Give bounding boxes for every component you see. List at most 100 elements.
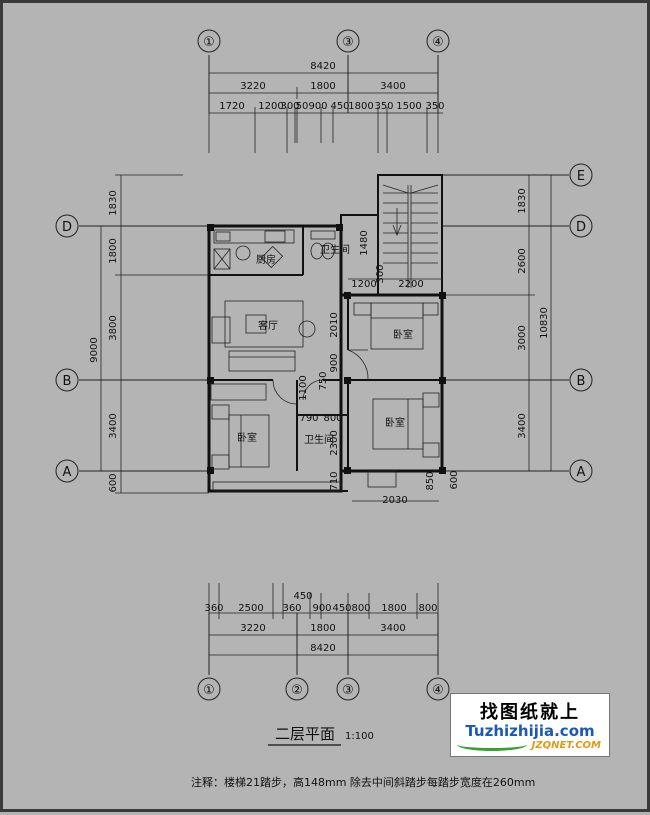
grid-bubbles: [55, 29, 593, 701]
grid-top-4: ④: [432, 35, 444, 50]
dim-bottom-1800: 1800: [381, 603, 406, 614]
dim-bottom-900: 900: [312, 603, 331, 614]
dim-right-2600: 2600: [517, 248, 528, 273]
dim-1100: 1100: [298, 375, 309, 400]
dim-bottom-total: 8420: [310, 643, 335, 654]
dim-top-total: 8420: [310, 61, 335, 72]
grid-top-3: ③: [342, 35, 354, 50]
grid-right-a: A: [577, 465, 586, 480]
dim-top-1800: 1800: [310, 81, 335, 92]
dimension-lines-right: [443, 175, 552, 471]
grid-axes: [79, 55, 569, 675]
grid-bottom-4: ④: [432, 683, 444, 698]
dim-850: 850: [425, 471, 436, 490]
bedroom-furniture-right-bottom: [372, 392, 440, 458]
room-living: 客厅: [258, 319, 278, 332]
grid-bottom-1: ①: [203, 683, 215, 698]
grid-right-e: E: [577, 169, 585, 184]
dim-300: 300: [375, 264, 386, 283]
watermark-url: Tuzhizhijia.com: [465, 722, 595, 740]
room-bedroom-left: 卧室: [237, 431, 257, 444]
dim-bottom-3400: 3400: [380, 623, 405, 634]
dim-stair-2200: 2200: [398, 279, 423, 290]
dim-600: 600: [449, 470, 460, 489]
dim-top-300: 300: [280, 101, 299, 112]
drawing-title: 二层平面: [275, 725, 335, 743]
grid-right-b: B: [577, 374, 586, 389]
dim-bottom-450b: 450: [332, 603, 351, 614]
columns: [207, 224, 446, 474]
grid-top-1: ①: [203, 35, 215, 50]
dim-top-3400: 3400: [380, 81, 405, 92]
watermark-logo: 找图纸就上 Tuzhizhijia.com JZQNET.COM: [450, 693, 610, 757]
door-swings: [272, 349, 369, 405]
dim-top-450: 450: [330, 101, 349, 112]
dim-bottom-450: 450: [293, 591, 312, 602]
dim-top-1800b: 1800: [348, 101, 373, 112]
drawing-note: 注释：楼梯21踏步，高148mm 除去中间斜踏步每踏步宽度在260mm: [191, 775, 535, 789]
dim-bottom-2500: 2500: [238, 603, 263, 614]
grid-left-b: B: [63, 374, 72, 389]
dim-top-3220: 3220: [240, 81, 265, 92]
room-bedroom-right-top: 卧室: [393, 328, 413, 341]
dim-left-3400: 3400: [108, 413, 119, 438]
dim-top-1200: 1200: [258, 101, 283, 112]
dim-left-600: 600: [108, 473, 119, 492]
dimension-lines-bottom: [208, 583, 439, 663]
dim-800: 800: [323, 413, 342, 424]
dim-bottom-360b: 360: [282, 603, 301, 614]
dim-left-1800: 1800: [108, 238, 119, 263]
grid-left-d: D: [62, 220, 72, 235]
dimension-lines-top: [208, 67, 443, 153]
dim-750: 750: [318, 371, 329, 390]
dimension-lines-left: [100, 174, 209, 494]
dim-2030: 2030: [382, 495, 407, 506]
grid-right-d: D: [576, 220, 586, 235]
dim-710: 710: [329, 471, 340, 490]
dim-right-10830: 10830: [539, 307, 550, 339]
drawing-scale: 1:100: [345, 731, 374, 742]
dim-2300: 2300: [329, 430, 340, 455]
dim-900: 900: [329, 353, 340, 372]
dim-right-3400: 3400: [517, 413, 528, 438]
grid-bottom-3: ③: [342, 683, 354, 698]
balcony: [212, 470, 397, 492]
dim-2010: 2010: [329, 312, 340, 337]
dim-left-9000: 9000: [89, 337, 100, 362]
dim-top-350: 350: [374, 101, 393, 112]
dim-bottom-800: 800: [351, 603, 370, 614]
watermark-swoosh: [457, 738, 527, 751]
kitchen-fixtures: [213, 229, 295, 270]
grid-left-a: A: [63, 465, 72, 480]
dim-left-3800: 3800: [108, 315, 119, 340]
dim-bottom-800b: 800: [418, 603, 437, 614]
dim-bottom-1800b: 1800: [310, 623, 335, 634]
dim-1480: 1480: [359, 230, 370, 255]
watermark-main: 找图纸就上: [480, 702, 580, 723]
dim-top-1720: 1720: [219, 101, 244, 112]
dim-stair-1200: 1200: [351, 279, 376, 290]
dim-bottom-360: 360: [204, 603, 223, 614]
dim-bottom-3220: 3220: [240, 623, 265, 634]
room-bath-bottom: 卫生间: [304, 433, 334, 446]
grid-bottom-2: ②: [291, 683, 303, 698]
dim-790: 790: [299, 413, 318, 424]
dim-right-3000: 3000: [517, 325, 528, 350]
dim-right-1830: 1830: [517, 188, 528, 213]
dim-top-50: 50: [296, 101, 309, 112]
bath-fixtures-top: [310, 230, 336, 260]
room-bath-top: 卫生间: [320, 243, 350, 256]
living-furniture: [211, 300, 316, 372]
bedroom-furniture-left: [210, 383, 270, 470]
dim-top-900: 900: [308, 101, 327, 112]
room-bedroom-right-bottom: 卧室: [385, 416, 405, 429]
dim-top-1500: 1500: [396, 101, 421, 112]
room-kitchen: 厨房: [256, 253, 276, 266]
inner-dimension-marks: [297, 273, 442, 502]
dim-top-350b: 350: [425, 101, 444, 112]
bedroom-furniture-right-top: [353, 302, 439, 350]
stair: [382, 184, 439, 288]
dim-left-1830: 1830: [108, 190, 119, 215]
floor-plan: ① ③ ④ ① ② ③ ④ D B A E D B A 8420 3220 18…: [55, 29, 593, 789]
